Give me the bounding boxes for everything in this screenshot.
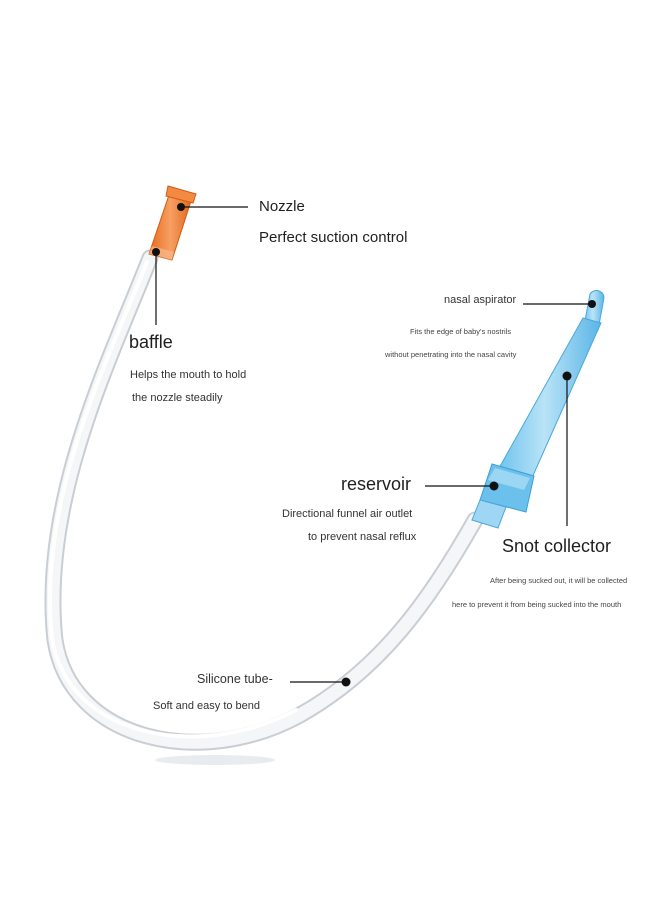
silicone-tube-body <box>46 251 482 749</box>
leader-lines <box>155 206 592 683</box>
tube-shadow <box>155 755 275 765</box>
reservoir-dot <box>489 481 499 491</box>
nasal-dot <box>588 300 596 308</box>
silicone-tube-description: Soft and easy to bend <box>153 700 261 712</box>
nasal-aspirator-description-line1: Fits the edge of baby's nostrils <box>410 327 512 336</box>
reservoir-description-line1: Directional funnel air outlet <box>282 508 413 520</box>
silicone-dot <box>341 677 351 687</box>
nasal-aspirator-description-line2: without penetrating into the nasal cavit… <box>385 350 517 359</box>
nozzle-dot <box>177 203 185 211</box>
nasal-aspirator-label: nasal aspirator <box>444 294 517 306</box>
silicone-tube-label: Silicone tube- <box>197 672 273 686</box>
nozzle-label: Nozzle <box>259 198 305 215</box>
baffle-description-line2: the nozzle steadily <box>132 392 223 404</box>
leader-dots <box>152 203 596 687</box>
snot-dot <box>562 371 572 381</box>
snot-collector-label: Snot collector <box>502 536 612 556</box>
baffle-label: baffle <box>129 332 173 352</box>
snot-collector-description-line1: After being sucked out, it will be colle… <box>490 576 628 585</box>
reservoir-label: reservoir <box>341 474 412 494</box>
silicone-tube-highlight <box>47 260 298 739</box>
reservoir-description-line2: to prevent nasal reflux <box>308 531 417 543</box>
baffle-description-line1: Helps the mouth to hold <box>130 369 247 381</box>
baffle-dot <box>152 248 160 256</box>
aspirator-part <box>471 290 605 529</box>
nozzle-description: Perfect suction control <box>259 229 408 246</box>
snot-collector-description-line2: here to prevent it from being sucked int… <box>452 600 622 609</box>
